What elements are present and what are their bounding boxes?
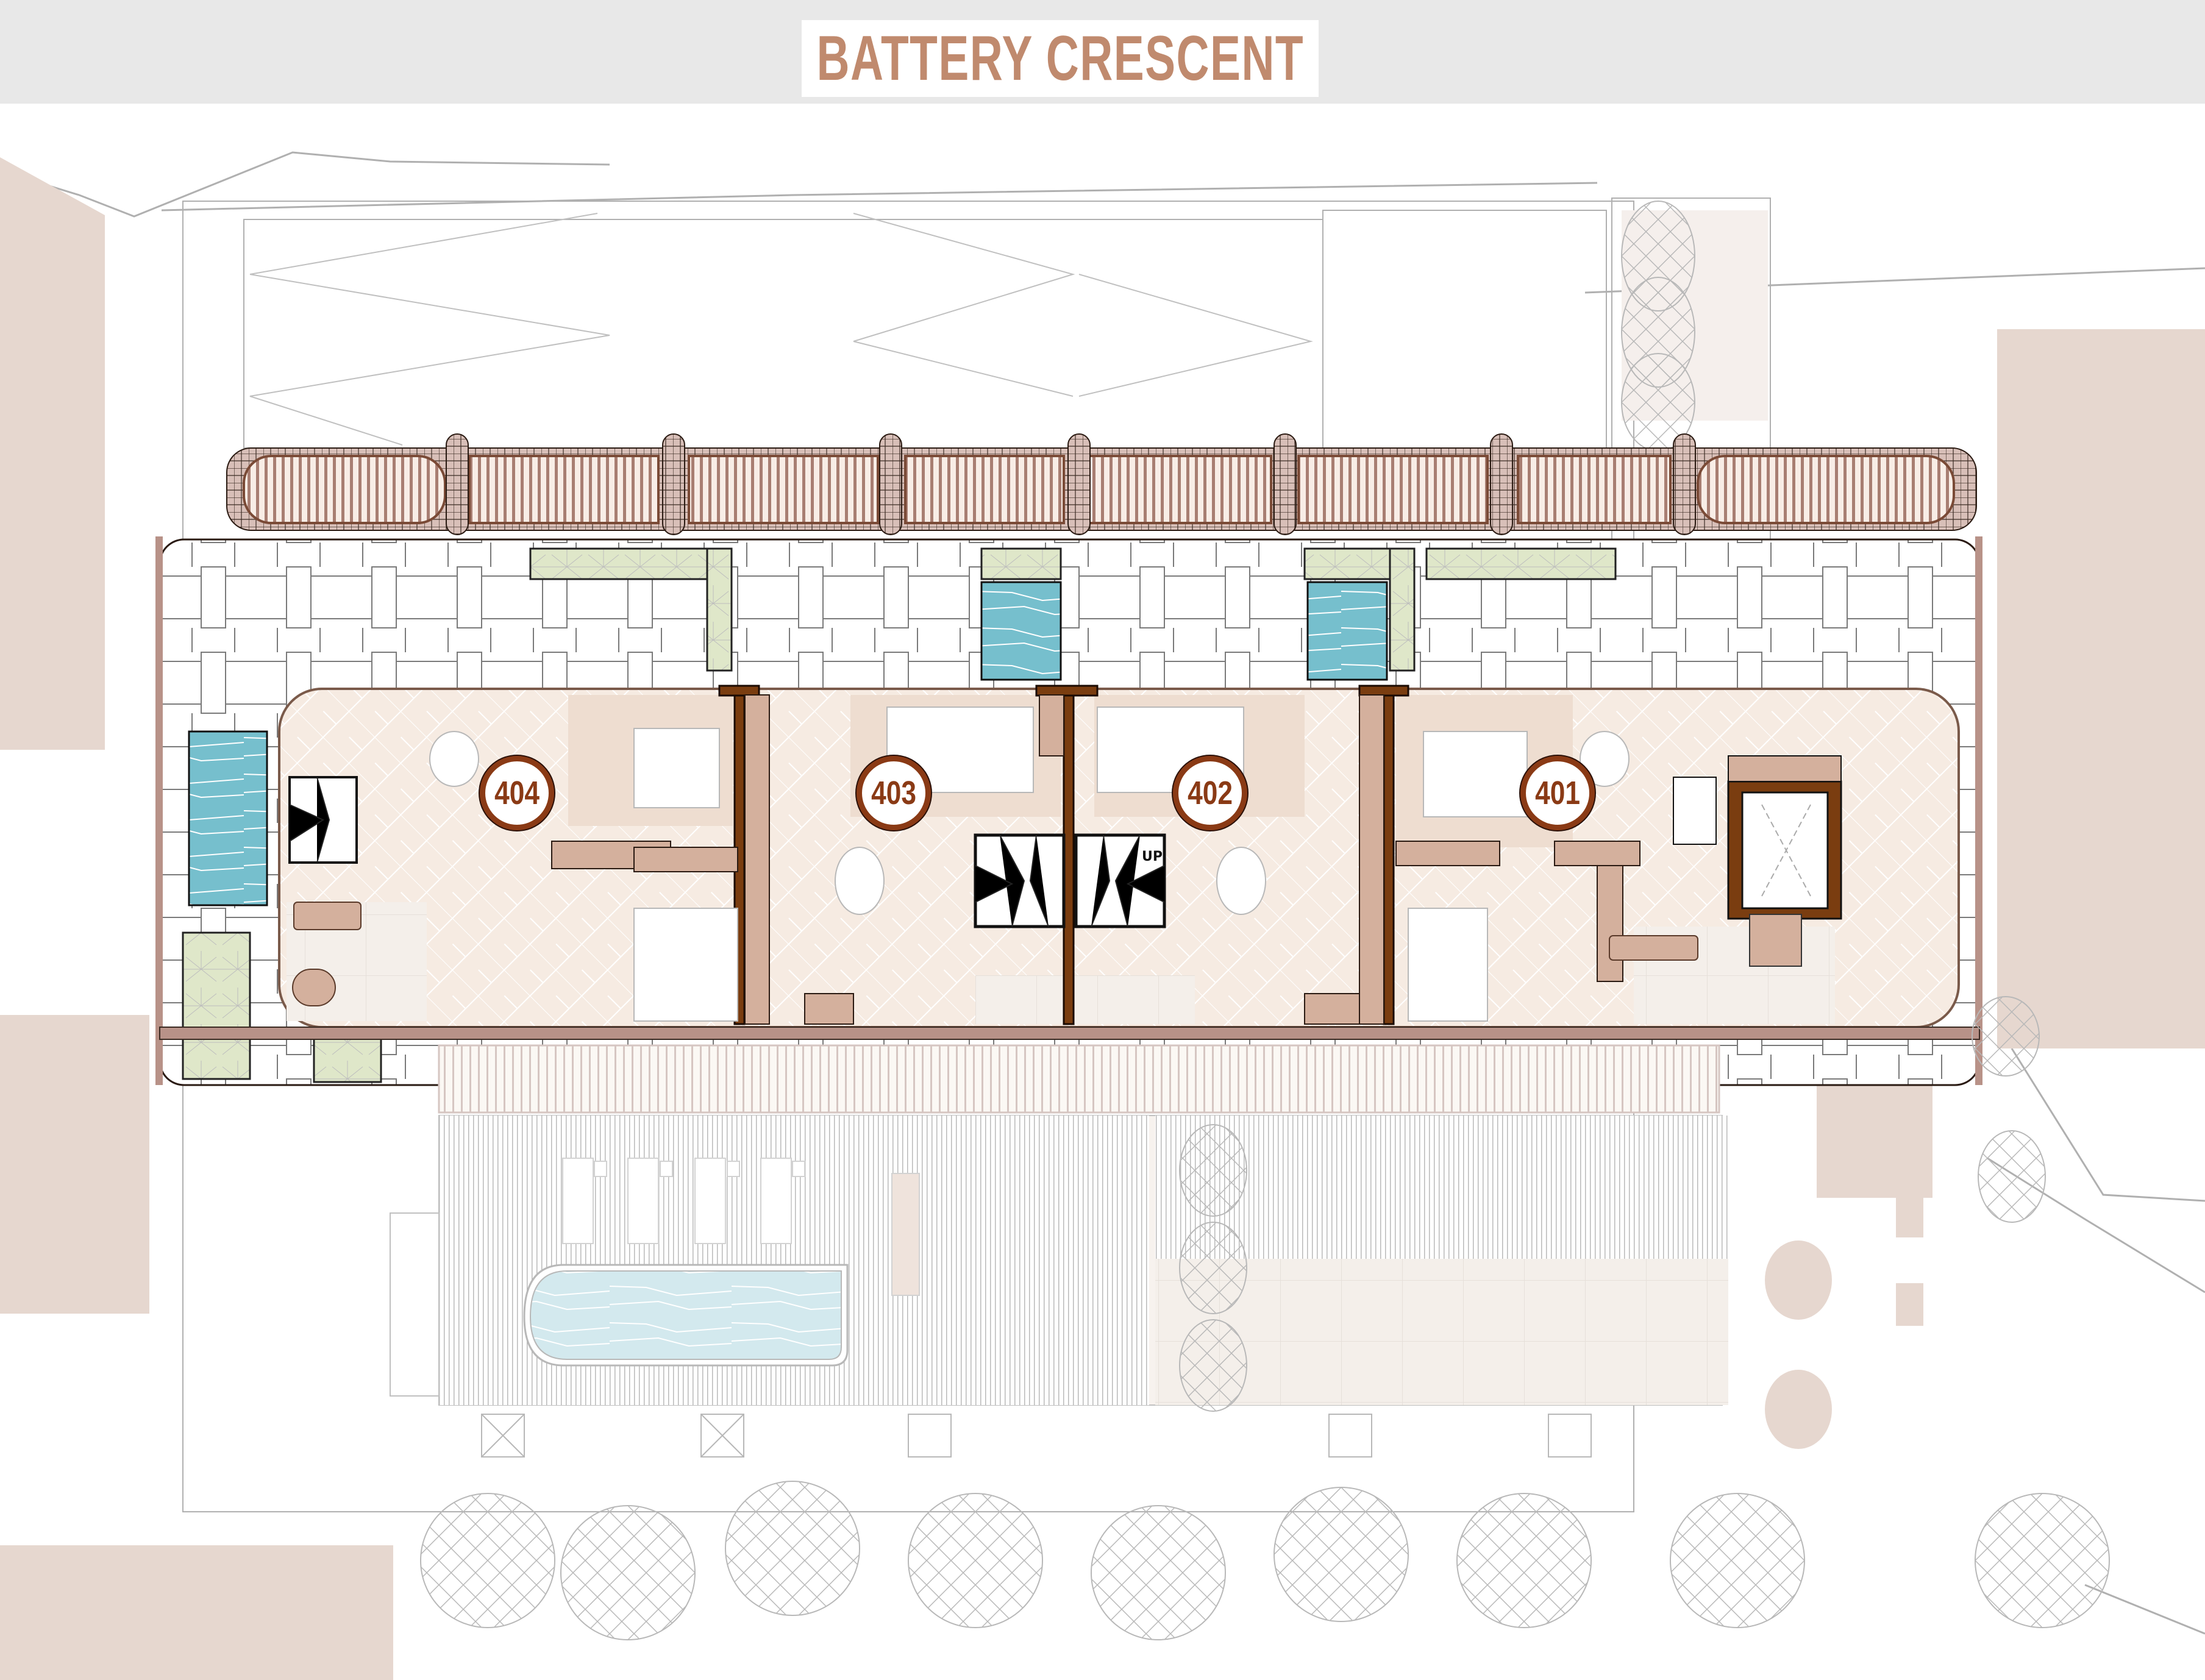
street-title-box: BATTERY CRESCENT <box>802 20 1319 97</box>
unit-number: 403 <box>871 775 916 811</box>
communal-pool <box>523 1264 849 1367</box>
bathroom-fixtures <box>292 902 1698 1006</box>
unit-number: 401 <box>1535 775 1580 811</box>
sun-loungers <box>562 1158 920 1296</box>
stairs <box>288 776 1717 928</box>
lift-core <box>1727 755 1842 967</box>
unit-badge-402[interactable]: 402 <box>1173 756 1247 830</box>
unit-badge-403[interactable]: 403 <box>857 756 931 830</box>
unit-badge-404[interactable]: 404 <box>480 756 554 830</box>
unit-number: 402 <box>1188 775 1233 811</box>
upper-terrace-balustrade <box>226 433 1977 535</box>
planters <box>182 547 1617 1083</box>
street-trees-top <box>1621 201 1768 452</box>
stair-up-label: UP <box>1142 849 1163 864</box>
neighbour-buildings <box>0 157 2205 1680</box>
carpark-ramp <box>249 213 1313 446</box>
kitchen-joinery <box>551 694 1640 1025</box>
street-title: BATTERY CRESCENT <box>816 23 1304 94</box>
street-trees-bottom <box>420 996 2110 1640</box>
deck-boxes <box>481 1414 1592 1458</box>
unit-badge-401[interactable]: 401 <box>1520 756 1595 830</box>
unit-number: 404 <box>494 775 540 811</box>
